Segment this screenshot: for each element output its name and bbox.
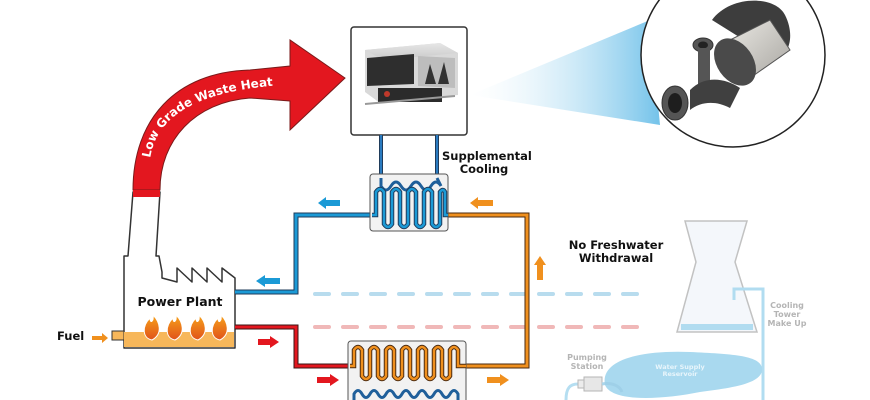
pumping-station-line1: Pumping: [567, 353, 607, 362]
orange-arrow-left: [470, 197, 493, 209]
hot-supply-pipe: [235, 324, 350, 369]
no-freshwater-line2: Withdrawal: [578, 251, 654, 266]
smokestack-top: [133, 190, 160, 197]
upper-heat-exchanger[interactable]: [369, 173, 449, 232]
blue-arrow-left-lower: [256, 275, 280, 287]
warm-pipe: [445, 212, 530, 369]
detail-beam: [470, 20, 660, 125]
blue-arrow-left-upper: [318, 197, 340, 209]
cooling-tower-line1: Cooling: [770, 301, 804, 310]
cold-coil: [352, 389, 460, 400]
flames-icon: [143, 313, 228, 341]
waste-heat-arrow[interactable]: Low Grade Waste Heat: [132, 39, 346, 191]
orange-arrow-right: [487, 374, 509, 386]
cool-return-pipe: [235, 212, 372, 295]
power-plant-label: Power Plant: [137, 294, 223, 309]
chiller-coil: [379, 177, 443, 192]
pumping-station[interactable]: [564, 376, 624, 400]
reservoir[interactable]: [604, 351, 763, 398]
pump-detail[interactable]: [640, 0, 826, 148]
supplemental-label-line2: Cooling: [459, 162, 509, 177]
chiller-unit[interactable]: [350, 26, 468, 178]
red-arrow-right-lower: [317, 374, 339, 386]
reservoir-line2: Reservoir: [662, 370, 698, 379]
no-freshwater-label: No Freshwater Withdrawal: [556, 238, 676, 266]
pumping-station-line2: Station: [570, 362, 604, 372]
reservoir-line1: Water Supply: [655, 363, 705, 371]
cooling-tower-line2: Tower: [773, 310, 801, 320]
supplemental-label-line1: Supplemental: [442, 149, 532, 163]
chiller-icon: [364, 43, 458, 105]
power-plant[interactable]: [111, 190, 236, 349]
supplemental-cooling-label: Supplemental Cooling: [442, 149, 532, 177]
fuel-arrow-icon: [92, 333, 108, 343]
cooling-tower[interactable]: [676, 220, 765, 400]
cooling-tower-makeup-label: Cooling Tower Make Up: [765, 301, 809, 329]
red-arrow-right-upper: [258, 336, 279, 348]
no-freshwater-line1: No Freshwater: [568, 238, 664, 252]
lower-heat-exchanger[interactable]: [347, 340, 467, 400]
orange-arrow-up: [534, 256, 546, 280]
pumping-station-label: Pumping Station: [565, 353, 609, 371]
reservoir-label: Water Supply Reservoir: [640, 363, 720, 379]
pump-icon: [661, 0, 791, 121]
fuel-label: Fuel: [57, 329, 85, 343]
cooling-tower-line3: Make Up: [767, 319, 807, 329]
